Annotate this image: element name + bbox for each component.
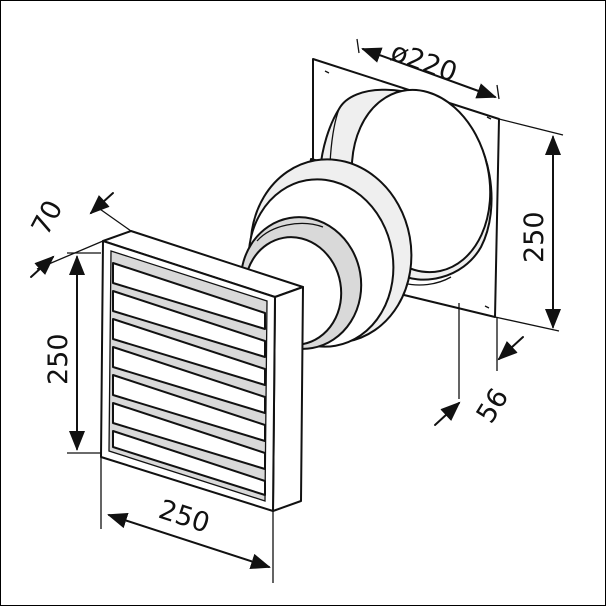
dimension-wall-thickness: 56 — [434, 303, 524, 429]
wall-thickness-label: 56 — [471, 383, 515, 429]
plate-height-label: 250 — [519, 211, 550, 263]
louvre-grille — [100, 230, 304, 512]
dimension-plate-height: 250 — [494, 118, 564, 332]
dimension-grille-height: 250 — [43, 252, 101, 454]
diameter-label: ø220 — [387, 36, 462, 88]
grille-height-label: 250 — [43, 333, 74, 385]
grille-depth-label: 70 — [26, 195, 70, 240]
louvre-slats — [112, 262, 266, 496]
